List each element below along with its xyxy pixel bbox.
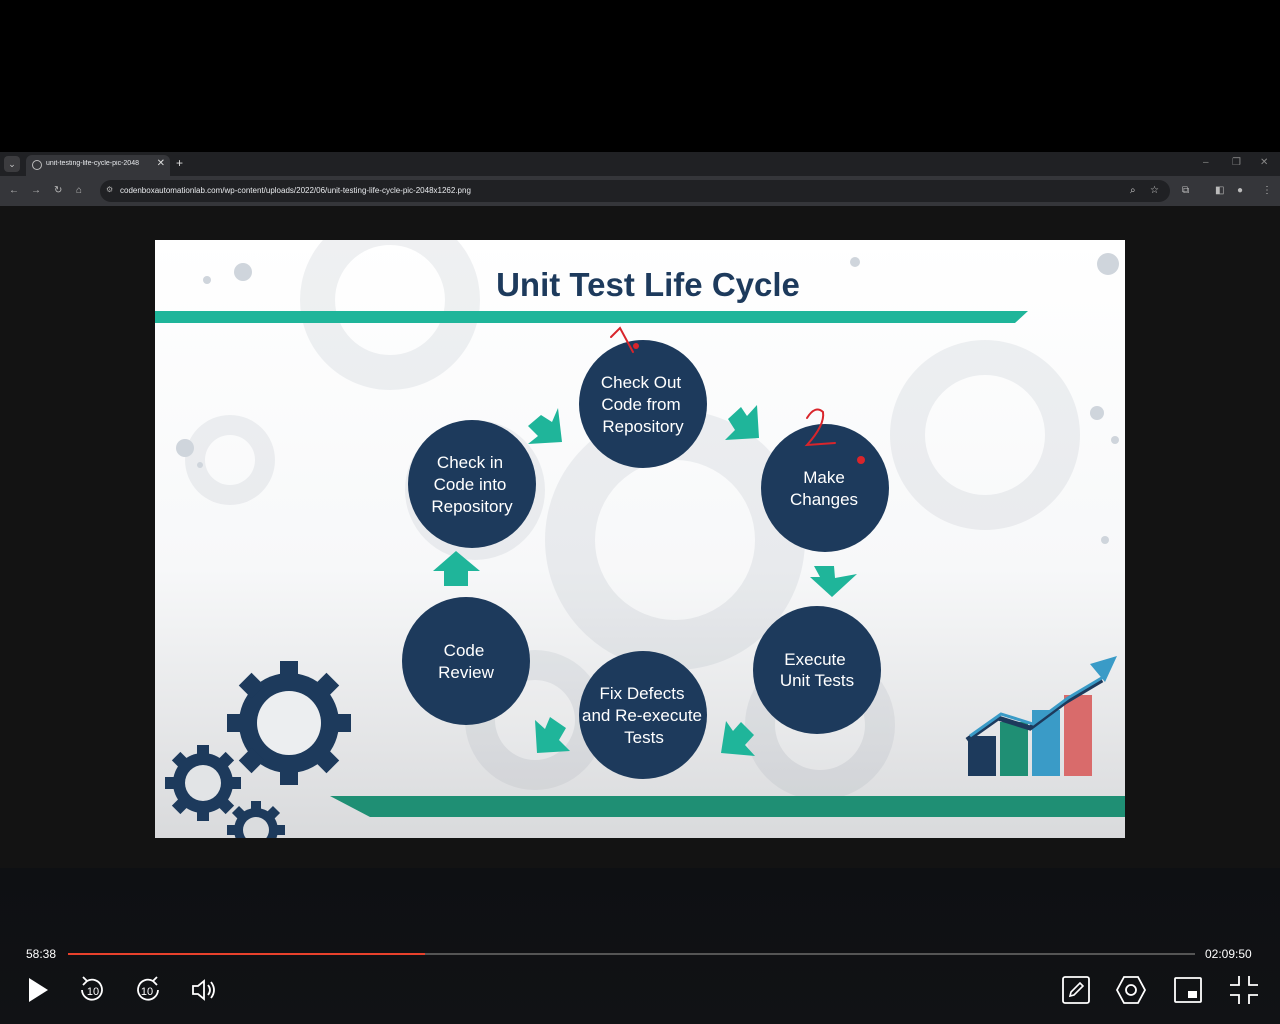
arrow-icon [725, 405, 759, 440]
step-label: Code [444, 641, 485, 660]
step-circle-make-changes [761, 424, 889, 552]
back-icon[interactable]: ← [9, 185, 19, 196]
zoom-icon[interactable]: ⌕ [1130, 185, 1136, 196]
close-window-icon[interactable]: ✕ [1260, 157, 1269, 168]
extensions-icon[interactable]: ⧉ [1182, 185, 1190, 196]
gears-icon [165, 661, 351, 838]
step-label: Repository [602, 417, 684, 436]
annotate-button[interactable] [1058, 972, 1094, 1008]
volume-button[interactable] [186, 972, 222, 1008]
settings-hexagon-icon [1115, 976, 1147, 1004]
step-circle-check-out [579, 340, 707, 468]
restore-icon[interactable]: ❐ [1232, 157, 1241, 168]
address-bar[interactable]: ⚙ codenboxautomationlab.com/wp-content/u… [100, 180, 1170, 202]
minimize-icon[interactable]: – [1203, 157, 1209, 168]
growth-chart-icon [965, 656, 1117, 776]
arrow-icon [528, 408, 562, 444]
seek-bar-progress [68, 953, 426, 955]
site-info-icon[interactable]: ⚙ [106, 185, 114, 194]
picture-in-picture-icon [1174, 977, 1202, 1003]
bottom-accent-bar [330, 796, 1125, 817]
arrow-icon [810, 566, 857, 597]
step-circle-fix-defects [579, 651, 707, 779]
step-circle-code-review [402, 597, 530, 725]
step-label: Check in [437, 453, 503, 472]
step-label: Execute [784, 650, 845, 669]
current-time: 58:38 [26, 947, 57, 961]
new-tab-plus-icon[interactable]: + [176, 156, 184, 170]
annotation-mark-1 [610, 326, 634, 353]
browser-tab[interactable]: unit-testing-life-cycle-pic-2048 ✕ [26, 155, 170, 176]
url-text: codenboxautomationlab.com/wp-content/upl… [120, 186, 471, 195]
exit-fullscreen-button[interactable] [1226, 972, 1262, 1008]
step-label: Changes [790, 490, 858, 509]
step-label: Repository [431, 497, 513, 516]
skip-back-button[interactable]: 10 [74, 972, 110, 1008]
arrow-icon [433, 551, 480, 586]
step-circle-execute-tests [753, 606, 881, 734]
seek-bar[interactable] [68, 953, 1195, 955]
tab-title: unit-testing-life-cycle-pic-2048 [46, 160, 139, 167]
annotation-mark-2 [804, 408, 836, 447]
bookmark-star-icon[interactable]: ☆ [1150, 185, 1159, 196]
rewind-10-icon: 10 [81, 976, 103, 1001]
browser-tab-bar: ⌄ unit-testing-life-cycle-pic-2048 ✕ + –… [0, 152, 1280, 176]
play-icon [29, 978, 48, 1002]
step-label: Code from [601, 395, 680, 414]
reload-icon[interactable]: ↻ [54, 185, 63, 196]
profile-avatar[interactable]: ● [1237, 185, 1244, 196]
handwritten-annotations [610, 326, 836, 447]
side-panel-icon[interactable]: ◧ [1215, 185, 1225, 196]
forward-icon[interactable]: → [31, 185, 41, 196]
arrow-icon [535, 717, 570, 753]
step-label: Check Out [601, 373, 682, 392]
top-accent-bar [155, 311, 1028, 323]
skip-forward-button[interactable]: 10 [130, 972, 166, 1008]
exit-fullscreen-icon [1230, 976, 1258, 1004]
slide-graphic: Unit Test Life Cycle Check Out Code from… [155, 240, 1125, 838]
home-icon[interactable]: ⌂ [76, 185, 83, 196]
play-button[interactable] [20, 972, 56, 1008]
menu-dots-icon[interactable]: ⋮ [1262, 185, 1272, 196]
step-label: Code into [434, 475, 507, 494]
picture-in-picture-button[interactable] [1170, 972, 1206, 1008]
decor-dots [176, 253, 1119, 544]
tab-list-chevron-icon[interactable]: ⌄ [4, 156, 20, 172]
cycle-step-circles [402, 340, 889, 779]
total-time: 02:09:50 [1205, 947, 1252, 961]
arrow-icon [721, 721, 755, 756]
settings-button[interactable] [1113, 972, 1149, 1008]
step-label: Make [803, 468, 845, 487]
step-label: Unit Tests [780, 671, 854, 690]
browser-toolbar: ← → ↻ ⌂ ⚙ codenboxautomationlab.com/wp-c… [0, 176, 1280, 206]
volume-icon [192, 979, 215, 1001]
svg-text:10: 10 [87, 986, 99, 998]
forward-10-icon: 10 [137, 976, 159, 1001]
player-controls: 58:38 02:09:50 10 10 [0, 868, 1280, 1024]
close-tab-icon[interactable]: ✕ [156, 158, 165, 169]
step-label: Review [438, 663, 494, 682]
step-label: and Re-execute [582, 706, 702, 725]
slide-image: Unit Test Life Cycle Check Out Code from… [155, 240, 1125, 838]
step-label: Fix Defects [599, 684, 684, 703]
globe-icon [32, 160, 42, 170]
pencil-icon [1062, 976, 1090, 1004]
slide-title: Unit Test Life Cycle [496, 266, 800, 303]
step-circle-check-in [408, 420, 536, 548]
step-label: Tests [624, 728, 664, 747]
cycle-arrows [433, 405, 857, 756]
svg-text:10: 10 [141, 986, 153, 998]
